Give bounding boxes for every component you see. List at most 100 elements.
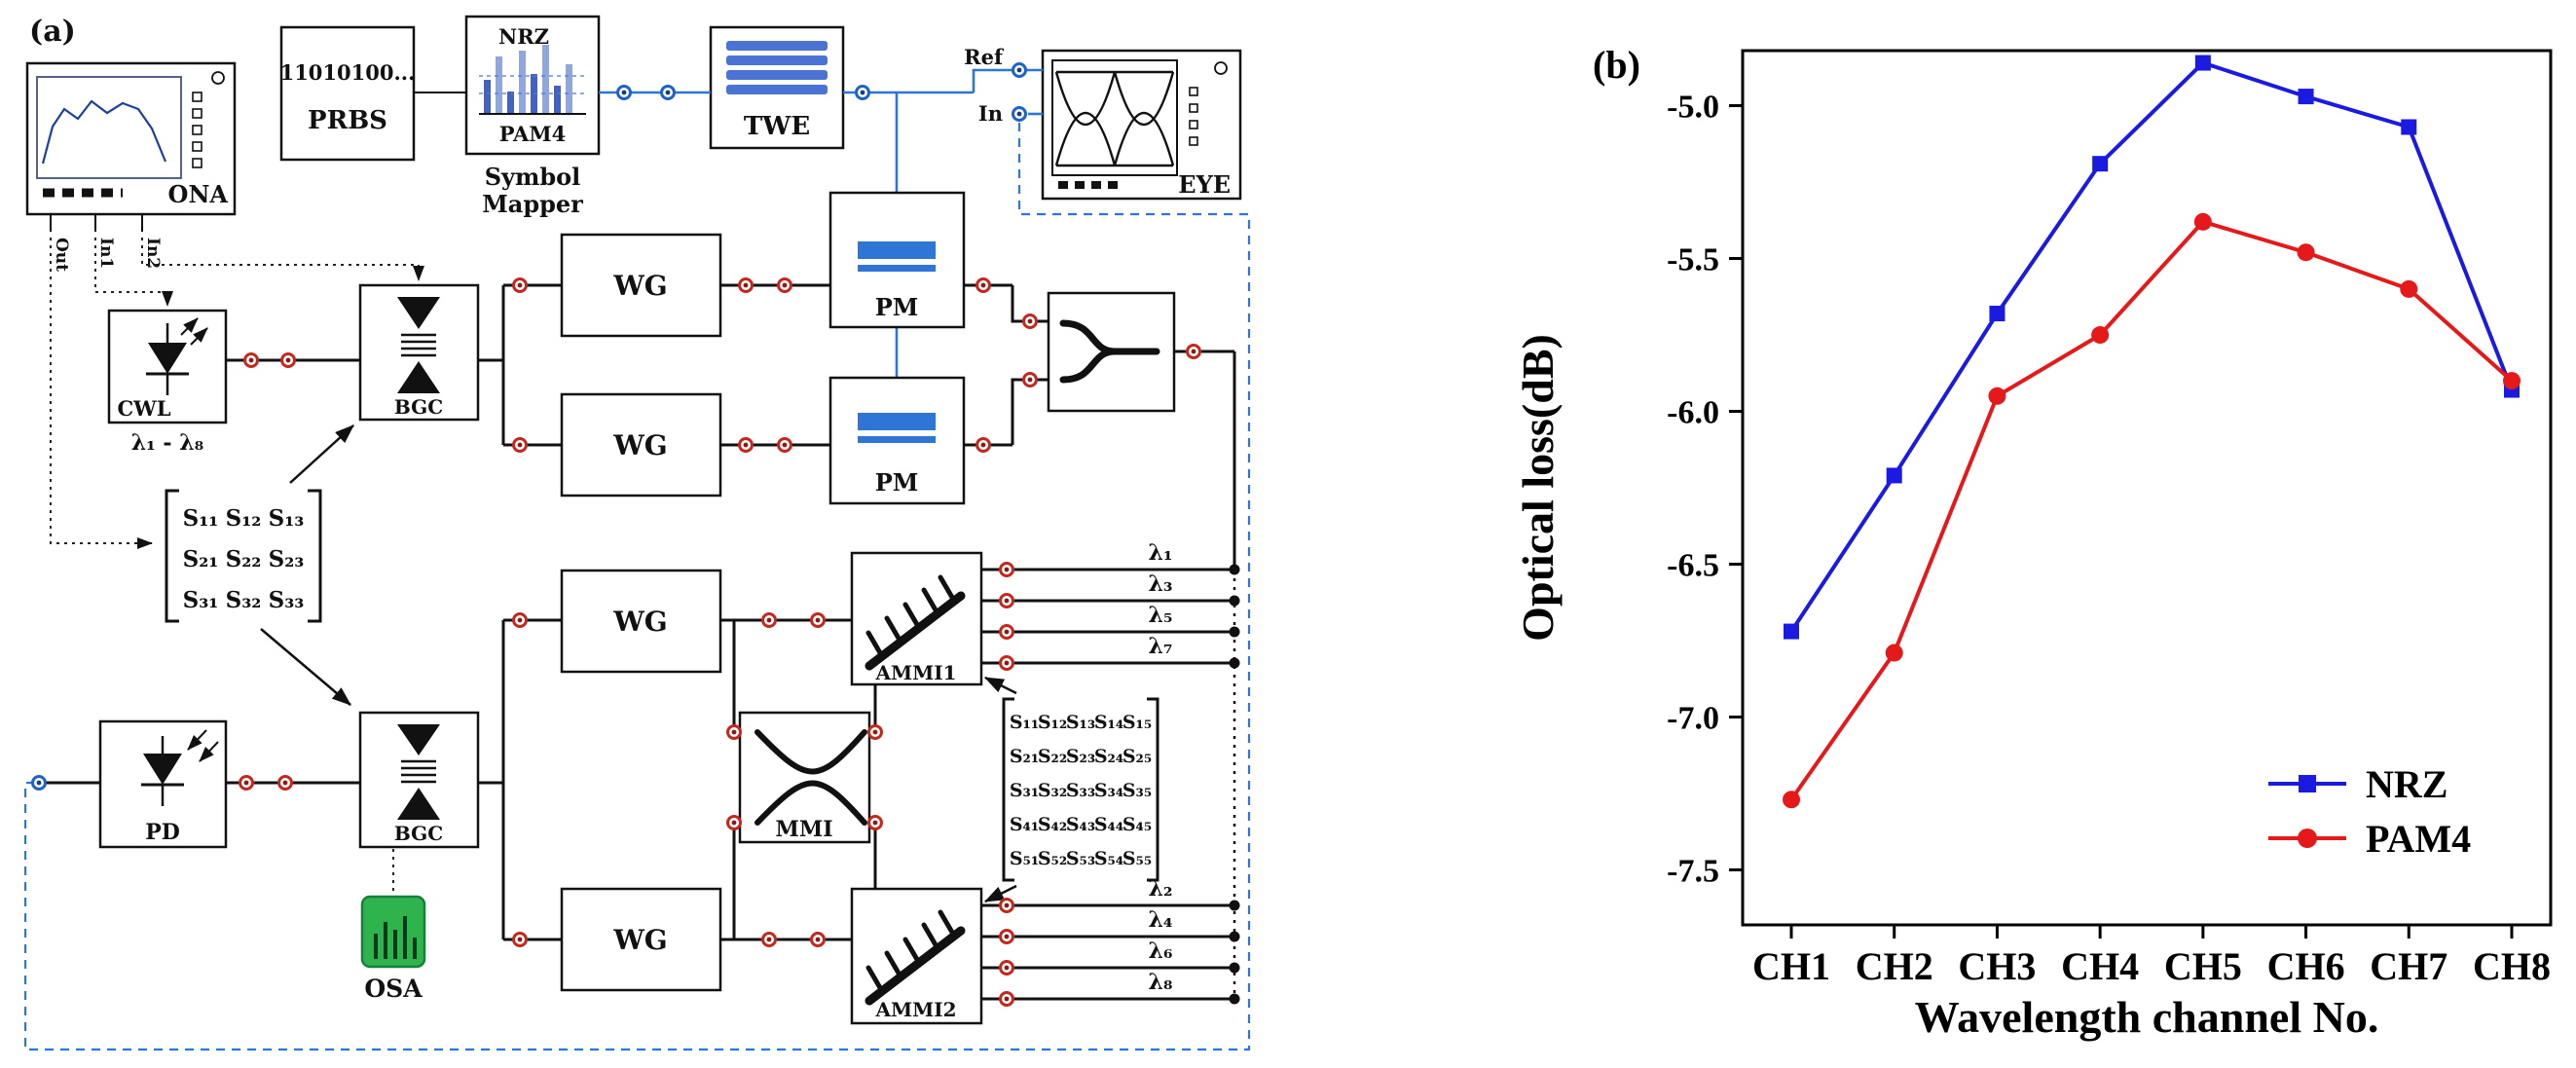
m3-cell: S₁₁: [183, 505, 219, 532]
y-axis-title: Optical loss(dB): [1513, 334, 1563, 642]
m5-cell: S₃₂: [1038, 780, 1067, 801]
marker-nrz: [1784, 623, 1799, 640]
lambda2-label: λ₂: [1148, 876, 1172, 902]
x-tick-label: CH2: [1856, 944, 1933, 988]
pam-bars-icon: [479, 45, 586, 115]
mapper-caption-2: Mapper: [482, 190, 583, 218]
ona-trace: [41, 99, 167, 165]
cwl-range-label: λ₁ - λ₈: [131, 430, 204, 456]
m5-cell: S₄₁: [1010, 814, 1039, 835]
m5-cell: S₃₄: [1094, 780, 1123, 801]
grating-coupler-icon: [397, 724, 440, 820]
marker-pam4: [2503, 372, 2521, 390]
mmi-icon: [754, 729, 867, 826]
pd-label: PD: [145, 820, 180, 845]
ona-port-in1-label: In1: [96, 238, 116, 269]
cwl-block: CWL λ₁ - λ₈: [107, 309, 228, 456]
series-line-nrz: [1789, 60, 2514, 633]
wg4-label: WG: [612, 924, 667, 956]
marker-pam4: [1988, 387, 2006, 405]
combiner-block: [1047, 291, 1176, 413]
pm2-block: PM: [828, 376, 966, 505]
eye-screen: [1051, 59, 1178, 176]
pm1-label: PM: [875, 293, 919, 321]
x-tick-label: CH6: [2267, 944, 2345, 988]
feedback-loop: [23, 123, 1251, 1051]
ammi2-label: AMMI2: [874, 998, 956, 1021]
ona-screen: [36, 76, 182, 179]
panel-a-label: (a): [29, 15, 76, 49]
m3-cell: S₃₃: [269, 587, 305, 613]
m5-cell: S₁₃: [1066, 712, 1095, 733]
eye-power-icon: [1214, 61, 1228, 75]
ammi2-icon: [865, 909, 966, 1006]
bgc2-label: BGC: [394, 822, 443, 845]
ammi1-block: AMMI1: [850, 551, 983, 686]
y-tick-label: -6.0: [1667, 395, 1719, 431]
lambda7-label: λ₇: [1148, 634, 1172, 659]
nrz-label: NRZ: [498, 24, 549, 49]
marker-nrz: [2401, 119, 2417, 135]
cwl-label: CWL: [117, 396, 170, 421]
lambda1-label: λ₁: [1148, 540, 1172, 566]
m3-to-bgc1-arrow: [289, 424, 354, 484]
wg4-block: WG: [560, 887, 722, 992]
grating-coupler-icon: [397, 297, 440, 393]
coupler-icon: [1059, 319, 1160, 384]
prbs-label: PRBS: [308, 106, 387, 135]
osa-block: OSA: [360, 849, 426, 1003]
marker-nrz: [2092, 156, 2109, 172]
marker-pam4: [2400, 279, 2418, 298]
ona-measurement-links: [50, 238, 424, 549]
m3-cell: S₁₃: [269, 505, 305, 532]
demux-outputs: λ₁ λ₃ λ₅ λ₇ λ₂ λ₄ λ₆ λ₈: [981, 540, 1240, 1005]
lambda4-label: λ₄: [1148, 907, 1172, 933]
wg1-block: WG: [560, 233, 722, 338]
x-tick-label: CH3: [1958, 944, 2036, 988]
lambda6-label: λ₆: [1148, 939, 1172, 964]
plot-frame: [1741, 49, 2553, 927]
m5-cell: S₅₁: [1010, 848, 1039, 869]
m5-cell: S₂₃: [1066, 746, 1095, 767]
lambda-terminal: [1229, 595, 1240, 607]
osa-label: OSA: [364, 975, 423, 1003]
s-matrix-3x3: S₁₁ S₁₂ S₁₃ S₂₁ S₂₂ S₂₃ S₃₁ S₃₂ S₃₃: [165, 424, 354, 706]
marker-nrz: [1886, 467, 1902, 484]
bgc2-block: BGC: [358, 711, 480, 849]
x-tick-label: CH7: [2370, 944, 2447, 988]
lambda-terminal: [1229, 993, 1240, 1005]
m5-cell: S₄₃: [1066, 814, 1095, 835]
wg1-label: WG: [612, 270, 667, 302]
m5-cell: S₃₁: [1010, 780, 1039, 801]
m5-cell: S₅₂: [1038, 848, 1067, 869]
pm1-electrode-icon: [858, 241, 936, 259]
ona-buttons: [192, 92, 202, 168]
lambda-terminal: [1229, 626, 1240, 638]
mapper-caption-1: Symbol: [485, 163, 581, 191]
x-tick-label: CH1: [1752, 944, 1830, 988]
panel-b-chart: (b) Optical loss(dB) Wavelength channel …: [1513, 43, 2553, 1042]
x-tick-label: CH8: [2473, 944, 2551, 988]
twe-electrodes-icon: [726, 41, 828, 94]
prbs-bits: 11010100...: [280, 60, 416, 85]
x-tick-label: CH4: [2061, 944, 2139, 988]
eye-label: EYE: [1178, 170, 1231, 199]
m5-cell: S₄₅: [1122, 814, 1152, 835]
eye-ref-label: Ref: [964, 45, 1005, 69]
ona-power-icon: [211, 71, 225, 85]
wg2-block: WG: [560, 392, 722, 497]
lambda-terminal: [1229, 931, 1240, 942]
m5-to-ammi2-arrow: [983, 884, 1017, 903]
bgc1-block: BGC: [358, 283, 480, 422]
m3-cell: S₃₁: [183, 587, 219, 613]
ammi2-block: AMMI2: [850, 887, 983, 1025]
m3-cell: S₁₂: [226, 505, 262, 532]
prbs-block: 11010100... PRBS: [280, 25, 416, 162]
eye-instrument: EYE Ref In: [964, 45, 1242, 201]
ona-port-out-label: Out: [52, 238, 71, 272]
m5-cell: S₄₂: [1038, 814, 1067, 835]
eye-diagram-icon: [1054, 70, 1175, 167]
osa-spectrum-icon: [374, 916, 417, 959]
pam4-label: PAM4: [499, 122, 566, 146]
m5-cell: S₂₂: [1038, 746, 1067, 767]
